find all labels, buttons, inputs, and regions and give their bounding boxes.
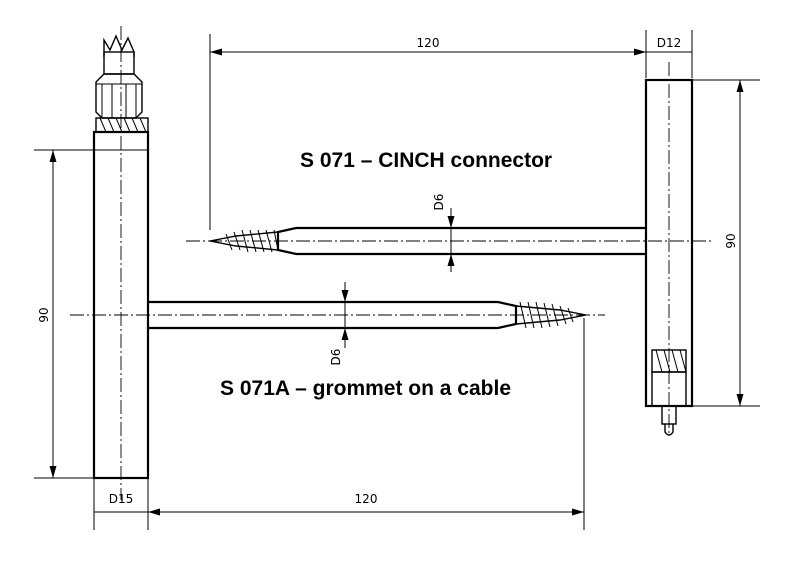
dim-bottom-probe-label: D6 bbox=[329, 349, 343, 366]
dim-top-length: 120 bbox=[209, 30, 693, 230]
s071-assembly bbox=[186, 62, 712, 436]
title-s071a: S 071A – grommet on a cable bbox=[220, 377, 511, 400]
dim-bottom-diameter: D15 bbox=[93, 478, 149, 530]
dim-top-probe-label: D6 bbox=[432, 194, 446, 211]
dim-top-height: 90 bbox=[692, 79, 760, 407]
dim-bottom-length-label: 120 bbox=[355, 492, 378, 506]
s071a-assembly bbox=[70, 26, 605, 500]
dim-top-height-label: 90 bbox=[724, 233, 738, 248]
dim-top-probe: D6 bbox=[432, 194, 455, 272]
dim-top-diameter-label: D12 bbox=[657, 36, 682, 50]
dim-top-length-label: 120 bbox=[417, 36, 440, 50]
dim-bottom-height: 90 bbox=[34, 149, 94, 479]
cable bbox=[103, 51, 135, 75]
dim-bottom-height-label: 90 bbox=[37, 307, 51, 322]
cable-break bbox=[103, 34, 135, 57]
title-s071: S 071 – CINCH connector bbox=[300, 149, 552, 172]
dim-top-diameter: D12 bbox=[646, 36, 692, 53]
dim-bottom-probe: D6 bbox=[329, 282, 349, 365]
dim-bottom-length: 120 bbox=[148, 318, 585, 530]
dim-bottom-diameter-label: D15 bbox=[109, 492, 134, 506]
gland-thread bbox=[95, 117, 149, 133]
gland-nut bbox=[95, 73, 143, 119]
